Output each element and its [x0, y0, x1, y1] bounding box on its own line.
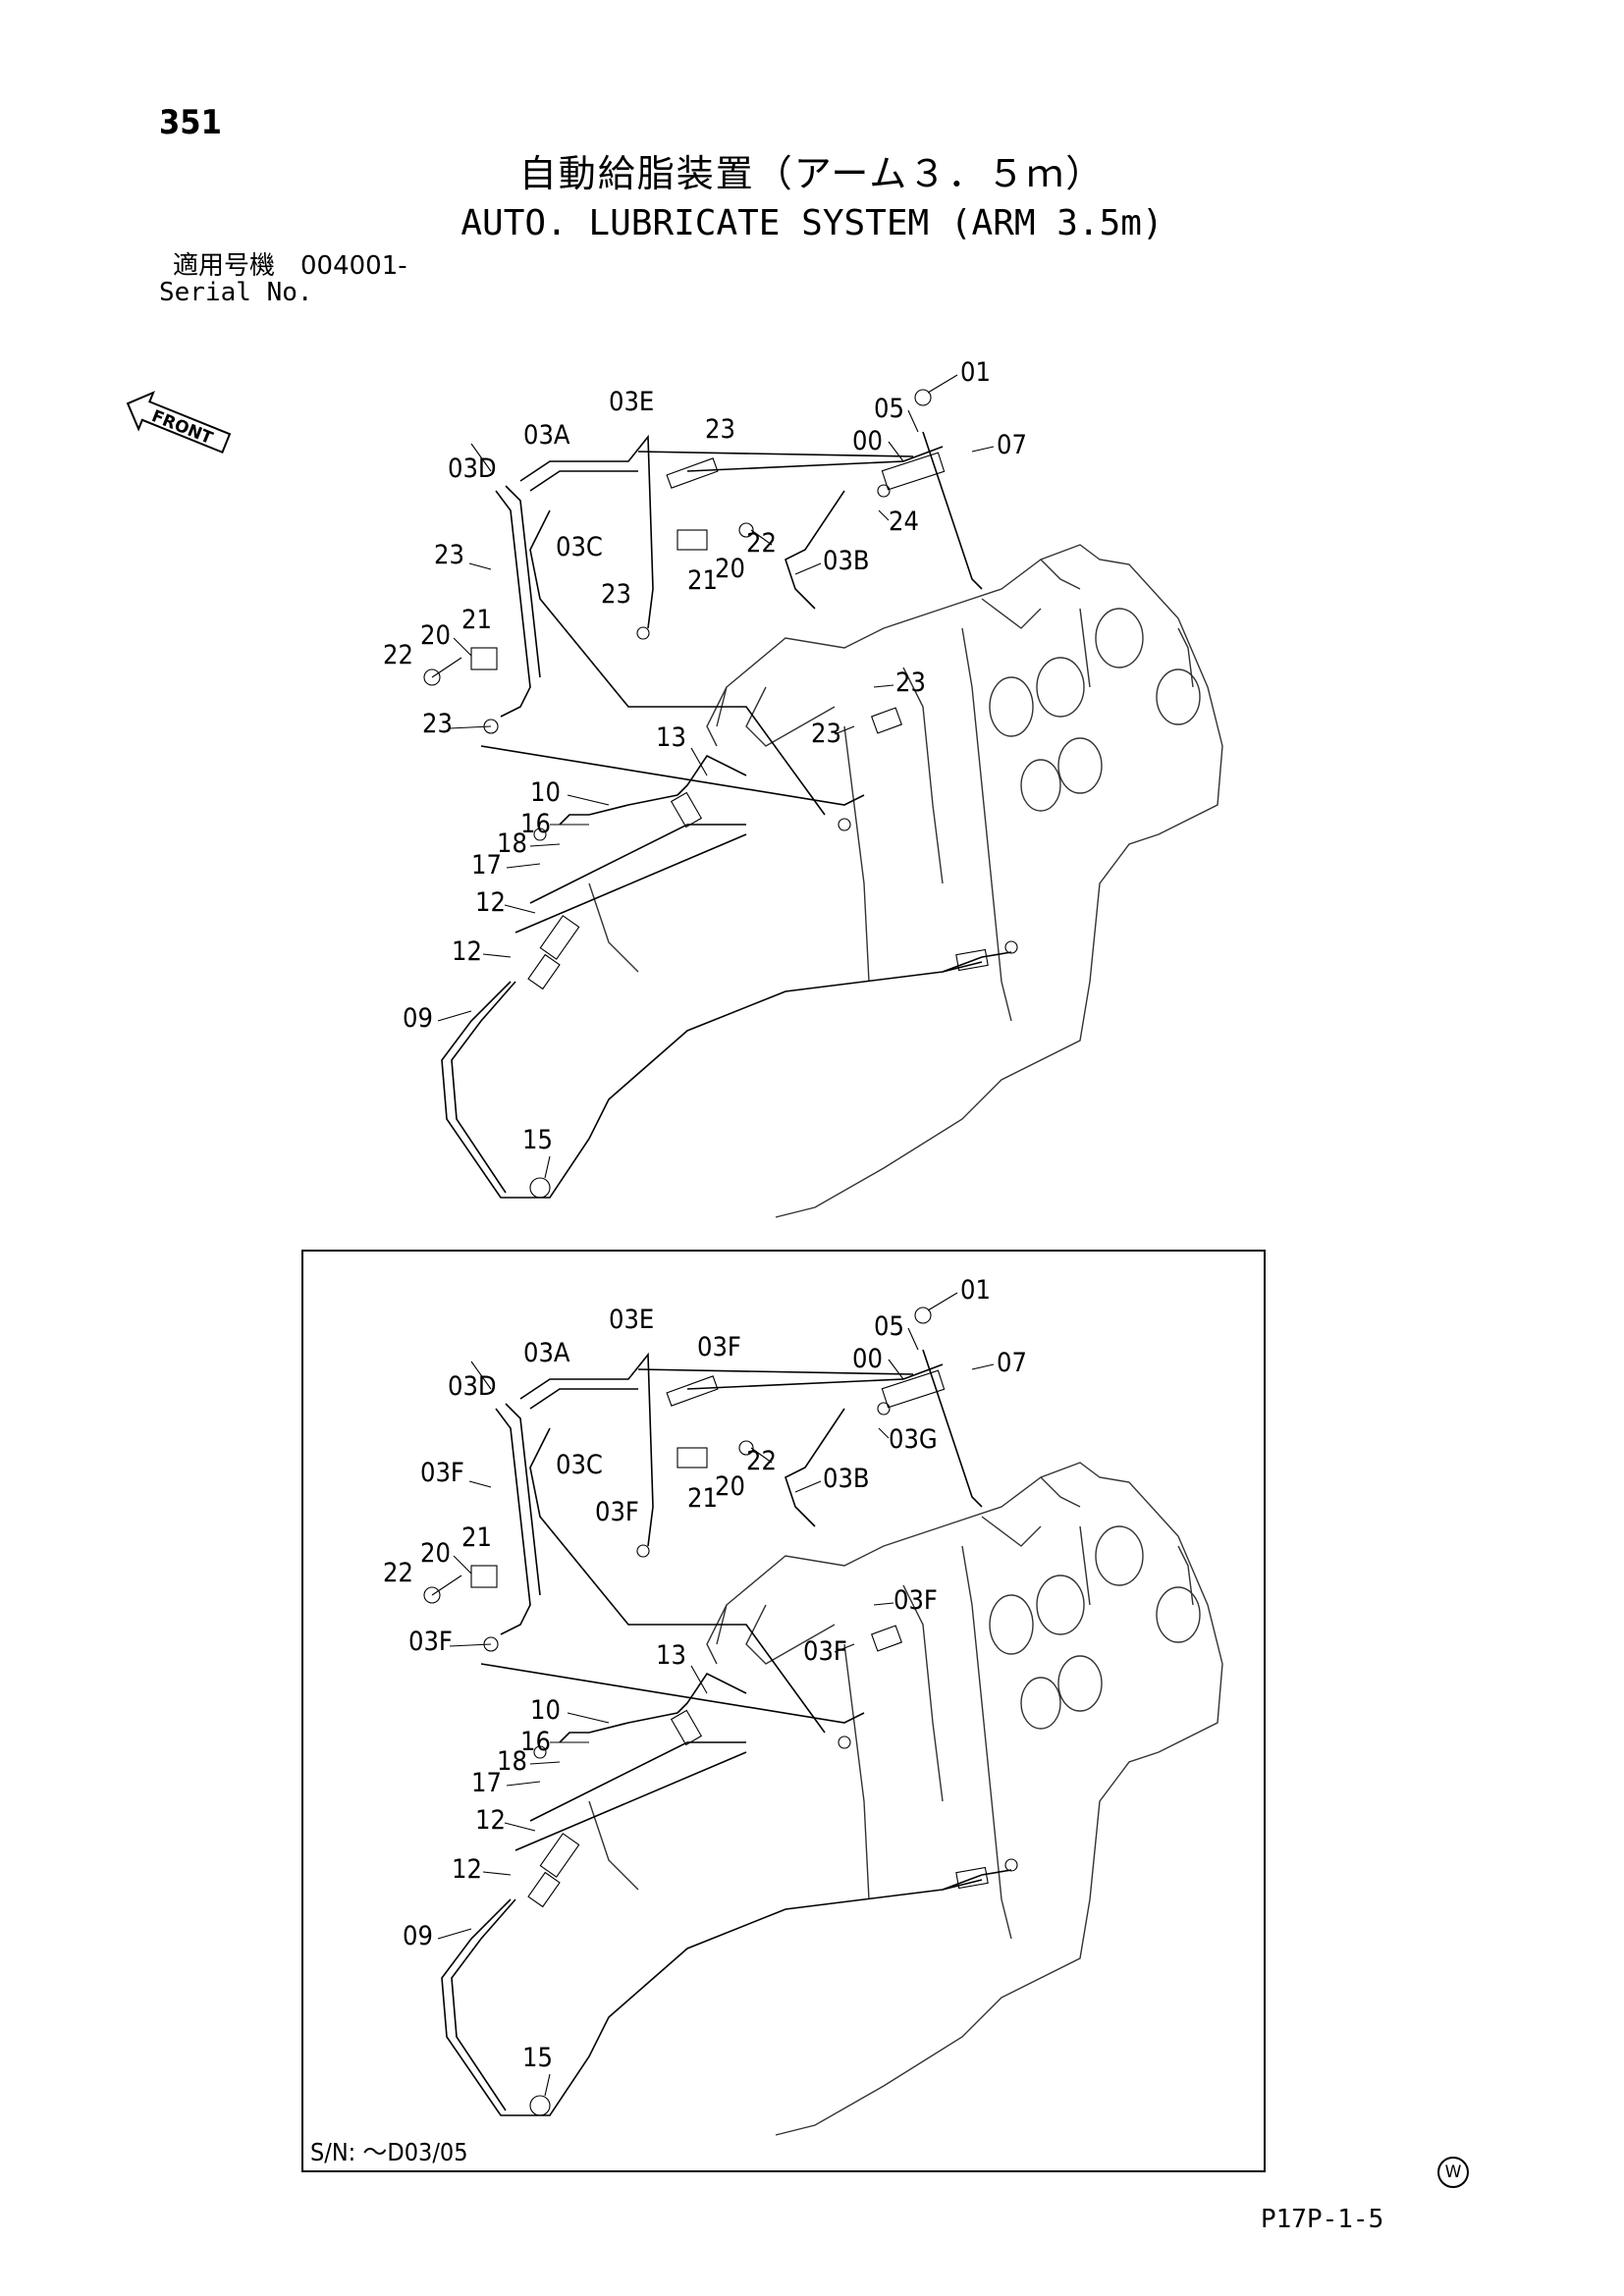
part-label: 03F [803, 1636, 847, 1667]
part-label: 09 [403, 1003, 433, 1034]
lower-diagram-frame [301, 1250, 1266, 2172]
part-label: 23 [434, 540, 464, 570]
part-label: 22 [746, 1446, 777, 1476]
part-label: 03G [889, 1424, 938, 1455]
part-label: 22 [383, 1558, 413, 1588]
part-label: 16 [520, 1727, 551, 1757]
part-label: 21 [461, 605, 492, 635]
part-label: 03C [556, 1450, 603, 1480]
part-label: 03A [523, 420, 570, 451]
document-code: P17P-1-5 [1261, 2205, 1384, 2234]
part-label: 03F [893, 1585, 938, 1616]
part-label: 23 [601, 579, 631, 610]
page-number: 351 [159, 103, 222, 142]
upper-labels: 01 05 07 00 24 03E 23 03A 03D 22 20 21 0… [383, 357, 1027, 1155]
part-label: 05 [874, 1311, 904, 1342]
part-label: 01 [960, 357, 991, 388]
title-japanese: 自動給脂装置（アーム３．５ｍ） [518, 152, 1106, 195]
part-label: 03F [408, 1627, 453, 1657]
part-label: 10 [530, 1695, 561, 1726]
part-label: 21 [687, 565, 718, 596]
part-label: 20 [420, 620, 451, 651]
lower-arm-outline [588, 1462, 1223, 2136]
part-label: 03D [448, 1371, 497, 1402]
lower-leaders [431, 1292, 995, 2097]
part-label: 21 [461, 1522, 492, 1553]
lower-labels: 01 05 07 00 03G 03E 03F 03A 03D 22 20 21… [383, 1275, 1027, 2073]
part-label: 17 [471, 1768, 502, 1798]
part-label: 12 [475, 1805, 506, 1836]
part-label: 01 [960, 1275, 991, 1306]
part-label: 00 [852, 1344, 883, 1374]
part-label: 21 [687, 1483, 718, 1514]
part-label: 18 [497, 1746, 527, 1777]
part-label: 03D [448, 454, 497, 484]
upper-lube-lines [441, 431, 1012, 1199]
front-arrow-icon: FRONT [120, 385, 238, 463]
part-label: 03A [523, 1338, 570, 1368]
part-label: 16 [520, 809, 551, 839]
part-label: 22 [383, 640, 413, 670]
serial-label-english: Serial No. [159, 278, 313, 307]
part-label: 22 [746, 528, 777, 559]
part-label: 17 [471, 850, 502, 881]
part-label: 10 [530, 777, 561, 808]
upper-arm-outline [588, 544, 1223, 1218]
part-label: 07 [997, 1348, 1027, 1378]
part-label: 24 [889, 507, 919, 537]
part-label: 03E [609, 1305, 654, 1335]
part-label: 20 [715, 1471, 745, 1502]
part-label: 15 [522, 2043, 553, 2073]
part-label: 20 [420, 1538, 451, 1569]
part-label: 23 [705, 414, 735, 445]
serial-number-note: S/N: ～D03/05 [310, 2138, 468, 2166]
part-label: 12 [452, 1854, 482, 1885]
part-label: 18 [497, 828, 527, 859]
part-label: 07 [997, 430, 1027, 460]
part-label: 05 [874, 394, 904, 424]
upper-leaders [431, 374, 995, 1179]
part-label: 15 [522, 1125, 553, 1155]
part-label: 03B [823, 546, 870, 576]
serial-label-japanese: 適用号機 004001- [173, 251, 407, 281]
part-label: 09 [403, 1921, 433, 1951]
upper-fittings [423, 389, 1018, 1199]
part-label: 03F [595, 1497, 639, 1527]
part-label: 12 [475, 887, 506, 918]
title-english: AUTO. LUBRICATE SYSTEM (ARM 3.5m) [460, 203, 1164, 243]
part-label: 03C [556, 532, 603, 562]
w-mark-icon: W [1437, 2157, 1469, 2188]
part-label: 23 [422, 709, 453, 739]
part-label: 03F [420, 1458, 464, 1488]
part-label: 23 [895, 667, 926, 698]
part-label: 03E [609, 387, 654, 417]
part-label: 13 [656, 722, 686, 753]
part-label: 20 [715, 554, 745, 584]
part-label: 03F [697, 1332, 741, 1362]
part-label: 03B [823, 1464, 870, 1494]
lower-lube-lines [441, 1349, 1012, 2116]
part-label: 00 [852, 426, 883, 456]
part-label: 12 [452, 936, 482, 967]
part-label: 13 [656, 1640, 686, 1671]
